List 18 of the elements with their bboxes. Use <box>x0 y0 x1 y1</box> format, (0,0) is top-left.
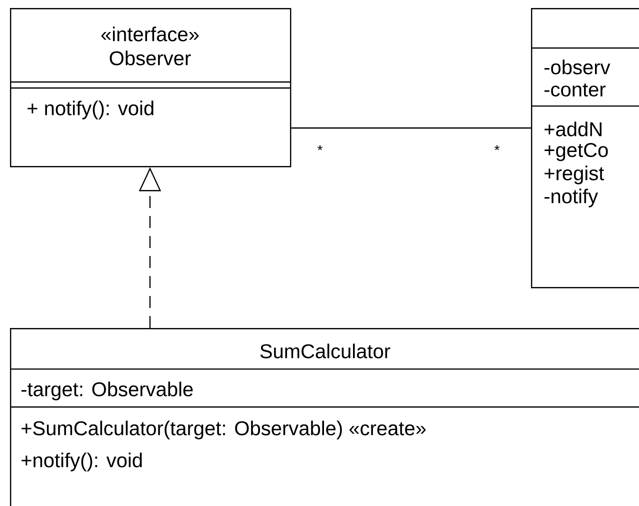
member-text: +SumCalculator(target: Observable) «create» <box>22 420 426 440</box>
member-text: +getCo <box>544 142 608 162</box>
class-name: SumCalculator <box>260 344 390 358</box>
member-text: -conter <box>544 83 606 97</box>
member-text: -notify <box>544 188 598 208</box>
multiplicity-label: * <box>494 145 500 150</box>
member-text: +regist <box>544 166 604 184</box>
member-text: +addN <box>544 122 602 136</box>
class-box <box>10 8 292 168</box>
member-text: -target: Observable <box>22 382 193 400</box>
member-text: + notify(): void <box>28 100 154 120</box>
class-box <box>531 8 639 288</box>
association-line <box>291 127 531 129</box>
multiplicity-label: * <box>318 145 323 150</box>
member-text: -observ <box>544 60 610 74</box>
class-name: «interface» Observer <box>101 26 199 66</box>
member-text: +notify(): void <box>22 452 142 472</box>
class-box <box>10 328 639 506</box>
